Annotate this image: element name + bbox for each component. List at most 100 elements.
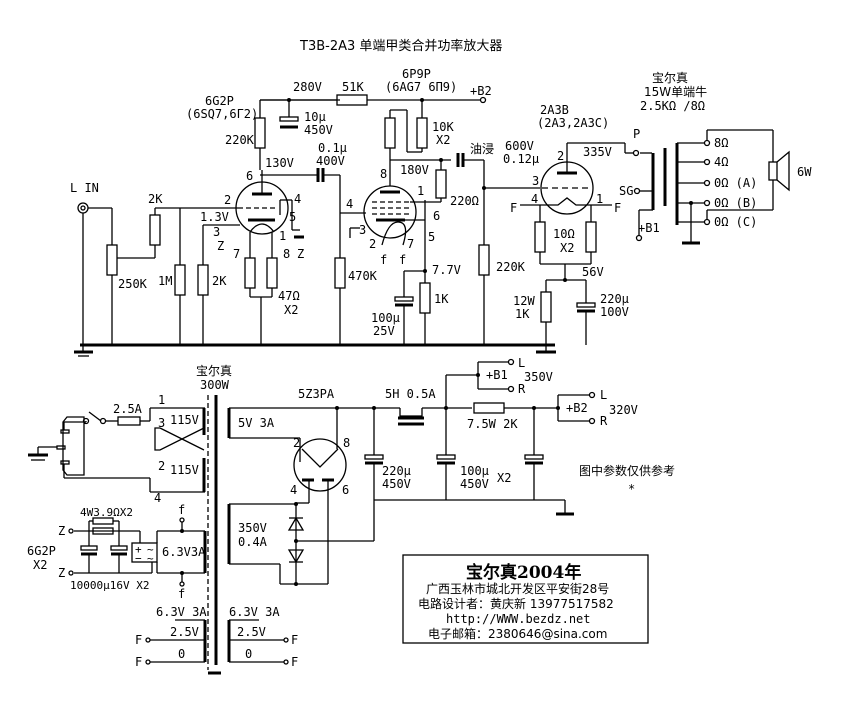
schematic-title: T3B-2A3 单端甲类合并功率放大器 bbox=[299, 38, 502, 54]
diode-icon bbox=[287, 504, 305, 584]
decoupling-resistor-value: 51K bbox=[342, 80, 364, 94]
heater-winding: 6.3V 3A bbox=[229, 605, 280, 619]
cathode-resistor bbox=[197, 264, 209, 296]
mains-socket bbox=[28, 416, 86, 476]
filament-label: F bbox=[291, 633, 298, 647]
filter-cap bbox=[364, 454, 384, 460]
ot-primary-p: P bbox=[633, 127, 640, 141]
pin-label: 4 bbox=[154, 491, 161, 505]
pin-label: 3 bbox=[213, 225, 220, 239]
power-switch bbox=[88, 411, 102, 422]
primary-winding: 115V bbox=[170, 413, 199, 427]
stage2-cathode-cap bbox=[394, 296, 414, 302]
channel-l: L bbox=[600, 388, 607, 402]
pin-label: 6 bbox=[433, 209, 440, 223]
heater-resistor bbox=[244, 257, 256, 289]
hum-resistor-qty: X2 bbox=[560, 241, 574, 255]
pin-label: 1 bbox=[417, 184, 424, 198]
heater-resistor-qty: X2 bbox=[284, 303, 298, 317]
stage2-cathode-resistor-value: 1K bbox=[434, 292, 449, 306]
heater-tap: 0 bbox=[245, 647, 252, 661]
ot-brand: 宝尔真 bbox=[652, 70, 688, 85]
decoupling-cap-voltage: 450V bbox=[304, 123, 333, 137]
heater-tap: 0 bbox=[178, 647, 185, 661]
bridge-rectifier-icon: + − ~ ~ bbox=[131, 542, 158, 565]
pin-label: 2 bbox=[557, 149, 564, 163]
filter-cap2-value: 100μ bbox=[460, 464, 489, 478]
channel-l: L bbox=[518, 356, 525, 370]
b1-label: +B1 bbox=[486, 368, 508, 382]
credits-title: 宝尔真2004年 bbox=[466, 562, 581, 583]
rectifier-tube: 5Z3PA bbox=[298, 387, 335, 401]
output-grid-resistor bbox=[478, 244, 490, 276]
channel-r: R bbox=[600, 414, 608, 428]
filter-cap bbox=[436, 454, 456, 460]
decoupling-voltage: 280V bbox=[293, 80, 322, 94]
cathode-resistor-value: 2K bbox=[212, 274, 227, 288]
note-asterisk: * bbox=[628, 482, 635, 496]
pin-label: 5 bbox=[289, 210, 296, 224]
pin-label: 3 bbox=[532, 174, 539, 188]
ot-tap: 8Ω bbox=[714, 136, 728, 150]
svg-text:−: − bbox=[135, 552, 142, 565]
output-cathode-resistor-watt: 12W bbox=[513, 294, 535, 308]
rectifier-tube-5z3pa bbox=[293, 438, 347, 492]
b2-voltage: 320V bbox=[609, 403, 638, 417]
dc-heater-resistors: 4W3.9ΩX2 bbox=[80, 506, 133, 519]
output-grid-resistor-value: 220K bbox=[496, 260, 526, 274]
grid-leak-resistor bbox=[174, 264, 186, 296]
heater-resistor bbox=[266, 257, 278, 289]
output-cathode-voltage: 56V bbox=[582, 265, 604, 279]
pt-power: 300W bbox=[200, 378, 230, 392]
hum-resistor-value: 10Ω bbox=[553, 227, 575, 241]
pin-label: 8 bbox=[380, 167, 387, 181]
pin-label: 5 bbox=[428, 230, 435, 244]
filter-resistor-value: 7.5W 2K bbox=[467, 417, 518, 431]
coupling-cap-value: 0.1μ bbox=[318, 141, 347, 155]
heater-label: Z bbox=[58, 566, 65, 580]
grid-stopper-resistor bbox=[149, 214, 161, 246]
tube-alt-name: (6AG7 6П9) bbox=[385, 80, 457, 94]
plate-resistor bbox=[254, 117, 266, 149]
heater-tap: 2.5V bbox=[170, 625, 199, 639]
reference-note: 图中参数仅供参考 bbox=[579, 463, 675, 478]
filament-label: F bbox=[135, 633, 142, 647]
decoupling-cap-value: 10μ bbox=[304, 110, 326, 124]
dc-heater-tube: 6G2P bbox=[27, 544, 56, 558]
hv-winding: 350V bbox=[238, 521, 267, 535]
heater-tap: 2.5V bbox=[237, 625, 266, 639]
pin-label: 8 bbox=[283, 247, 290, 261]
filament-label: F bbox=[135, 655, 142, 669]
ot-primary-sg: SG bbox=[619, 184, 633, 198]
tube-name: 6G2P bbox=[205, 94, 234, 108]
heater-label: Z bbox=[58, 524, 65, 538]
input-jack bbox=[77, 202, 89, 345]
ot-primary-b1: +B1 bbox=[638, 221, 660, 235]
primary-winding: 115V bbox=[170, 463, 199, 477]
speaker-icon bbox=[768, 150, 790, 192]
rect-winding: 5V 3A bbox=[238, 416, 275, 430]
filament-label: f bbox=[178, 587, 185, 601]
tube-alt-name: (6SQ7,6Г2) bbox=[186, 107, 258, 121]
stage2-cathode-cap-voltage: 25V bbox=[373, 324, 395, 338]
pin-label: 2 bbox=[293, 436, 300, 450]
credits-website-link[interactable]: http://WWW.bezdz.net bbox=[446, 612, 591, 626]
pin-label: 4 bbox=[294, 192, 301, 206]
pin-label: 2 bbox=[224, 193, 231, 207]
coupling-cap-voltage: 400V bbox=[316, 154, 345, 168]
plate-resistor-10k bbox=[384, 117, 396, 149]
b1-voltage: 350V bbox=[524, 370, 553, 384]
ot-tap: 0Ω (B) bbox=[714, 196, 757, 210]
decoupling-cap bbox=[279, 116, 299, 122]
filter-resistor bbox=[473, 402, 505, 414]
decoupling-resistor bbox=[336, 94, 368, 106]
filament-label: f bbox=[178, 503, 185, 517]
svg-text:~: ~ bbox=[147, 552, 154, 565]
filter-cap1-value: 220μ bbox=[382, 464, 411, 478]
pin-label: 1 bbox=[596, 192, 603, 206]
credits-email-link[interactable]: 电子邮箱：2380646@sina.com bbox=[428, 626, 607, 641]
grid-stopper-value: 2K bbox=[148, 192, 163, 206]
oil-cap-voltage: 600V bbox=[505, 139, 534, 153]
grid-resistor-470k bbox=[334, 257, 346, 289]
dc-heater-caps: 10000μ16V X2 bbox=[70, 579, 149, 592]
